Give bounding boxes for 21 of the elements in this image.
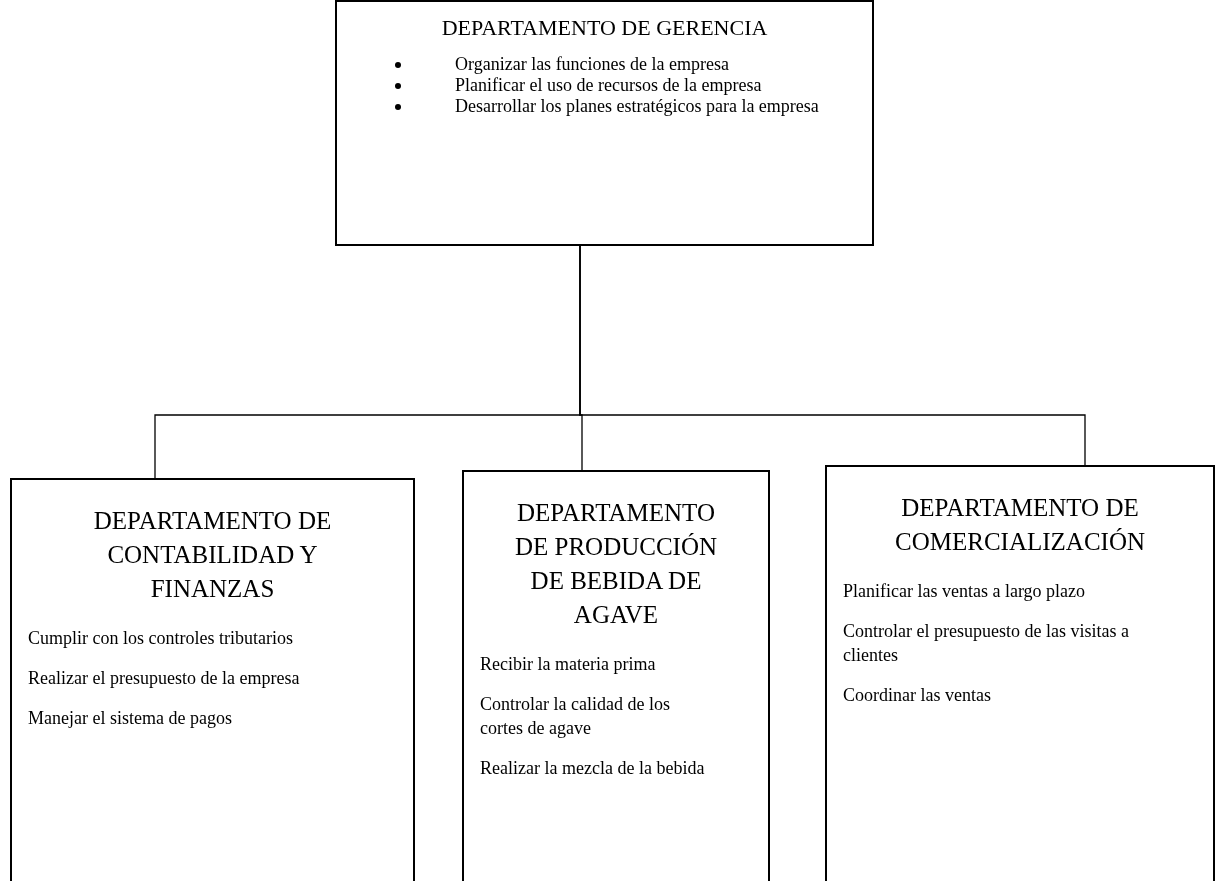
task-text: Controlar la calidad de los cortes de agave	[480, 693, 671, 740]
department-title: DEPARTAMENTO DE GERENCIA	[440, 14, 769, 42]
connector-line	[579, 245, 1086, 466]
task-text: Recibir la materia prima	[480, 653, 657, 676]
department-box	[462, 470, 770, 881]
department-title: DEPARTAMENTO DE PRODUCCIÓN DE BEBIDA DE AGAVE	[513, 498, 719, 630]
bullet-item: Desarrollar los planes estratégicos para la empresa	[455, 96, 819, 117]
department-box	[335, 0, 874, 246]
department-box	[825, 465, 1215, 881]
bullet-item: Organizar las funciones de la empresa	[455, 54, 730, 75]
department-title: DEPARTAMENTO DE COMERCIALIZACIÓN	[894, 493, 1146, 557]
task-text: Controlar el presupuesto de las visitas a clientes	[843, 620, 1130, 667]
task-text: Realizar el presupuesto de la empresa	[28, 667, 301, 690]
task-text: Realizar la mezcla de la bebida	[480, 757, 706, 780]
task-text: Planificar las ventas a largo plazo	[843, 580, 1087, 603]
task-text: Manejar el sistema de pagos	[28, 707, 233, 730]
department-box	[10, 478, 415, 881]
task-text: Cumplir con los controles tributarios	[28, 627, 294, 650]
bullet-item: Planificar el uso de recursos de la empresa	[455, 75, 762, 96]
task-text: Coordinar las ventas	[843, 684, 992, 707]
department-title: DEPARTAMENTO DE CONTABILIDAD Y FINANZAS	[92, 506, 333, 604]
